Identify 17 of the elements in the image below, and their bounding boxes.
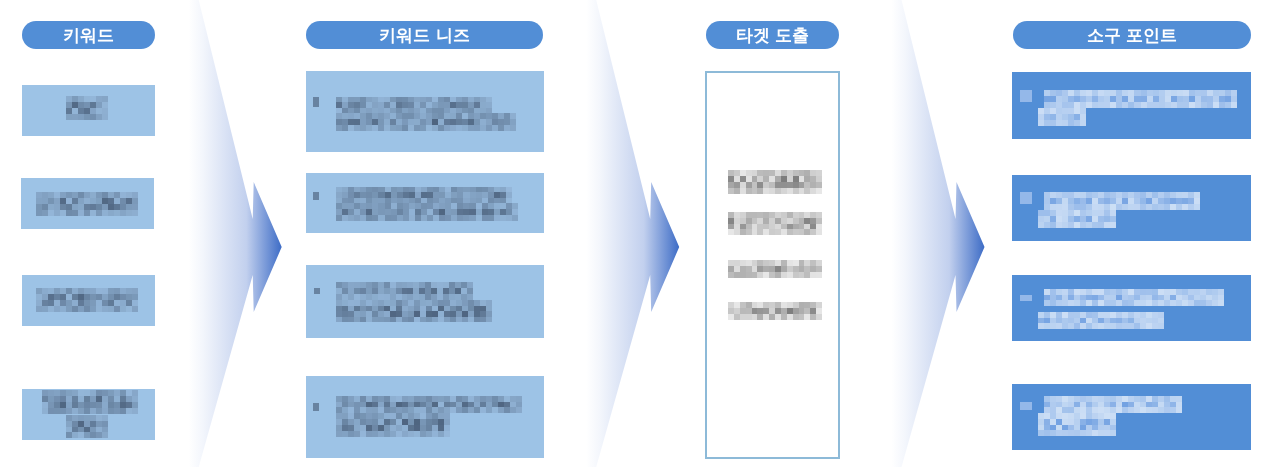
text-box [306, 173, 544, 233]
text-box [22, 85, 155, 136]
outlined-box [705, 71, 840, 459]
header-pill: 키워드 니즈 [306, 21, 543, 49]
header-pill: 소구 포인트 [1013, 21, 1251, 49]
header-pill: 키워드 [22, 21, 155, 49]
text-box [21, 178, 154, 229]
text-box [306, 265, 544, 338]
text-box [306, 71, 544, 152]
text-box [1012, 384, 1251, 450]
text-box [1012, 175, 1251, 241]
text-box [22, 275, 155, 326]
text-box [1012, 275, 1251, 341]
text-box [306, 376, 544, 458]
text-box [1012, 72, 1251, 139]
text-box [22, 389, 155, 440]
header-pill: 타겟 도출 [706, 21, 839, 49]
